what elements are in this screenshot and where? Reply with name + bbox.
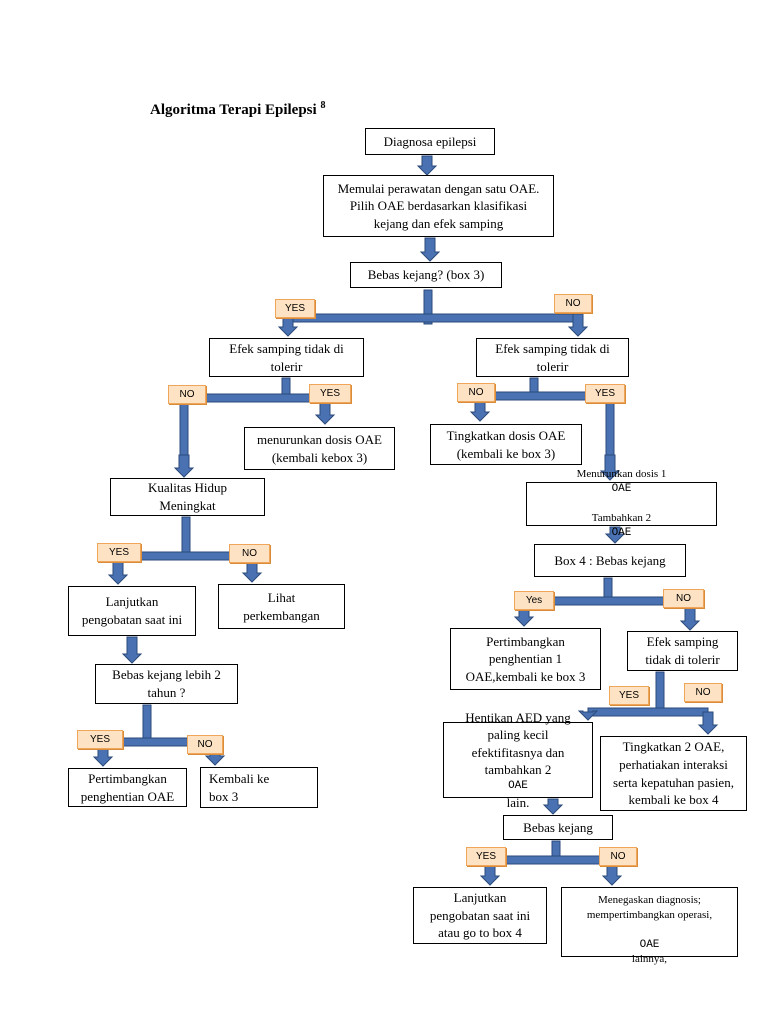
connector-bar bbox=[423, 289, 433, 325]
flow-arrow bbox=[567, 313, 589, 337]
box-kembali-ke-box3: Kembali ke box 3 bbox=[200, 767, 318, 808]
connector-bar bbox=[605, 395, 615, 463]
box-kualitas-hidup: Kualitas Hidup Meningkat bbox=[110, 478, 265, 516]
connector-bar bbox=[655, 671, 665, 713]
flow-arrow bbox=[416, 155, 438, 176]
box-efek-samping-left: Efek samping tidak di tolerir bbox=[209, 338, 364, 377]
box-menegaskan-diagnosis: Menegaskan diagnosis; mempertimbangkan o… bbox=[561, 887, 738, 965]
connector-bar bbox=[287, 313, 579, 323]
no-tag: NO bbox=[457, 383, 495, 402]
box-bebas-kejang-box4: Box 4 : Bebas kejang bbox=[534, 544, 686, 577]
box-lanjutkan-pengobatan-1: Lanjutkan pengobatan saat ini bbox=[68, 586, 196, 636]
box-memulai-perawatan: Memulai perawatan dengan satu OAE. Pilih… bbox=[323, 175, 554, 237]
connector-bar bbox=[489, 855, 613, 865]
box-tingkatkan-dosis: Tingkatkan dosis OAE (kembali ke box 3) bbox=[430, 424, 582, 465]
flow-arrow bbox=[542, 798, 564, 815]
flow-arrow bbox=[419, 237, 441, 262]
box-efek-samping-right: Efek samping tidak di tolerir bbox=[476, 338, 629, 377]
diagram-title: Algoritma Terapi Epilepsi 8 bbox=[150, 100, 326, 118]
box-lihat-perkembangan: Lihat perkembangan bbox=[218, 584, 345, 629]
box-menurunkan-dosis: menurunkan dosis OAE (kembali kebox 3) bbox=[244, 427, 395, 470]
yes-tag: Yes bbox=[514, 591, 554, 610]
flow-arrow bbox=[697, 711, 719, 735]
connector-bar bbox=[181, 516, 191, 557]
box-bebas-kejang-2-tahun: Bebas kejang lebih 2 tahun ? bbox=[95, 664, 238, 704]
box-bebas-kejang-3: Bebas kejang bbox=[503, 815, 613, 840]
connector-bar bbox=[587, 707, 709, 717]
box-bebas-kejang-box3: Bebas kejang? (box 3) bbox=[350, 262, 502, 288]
connector-bar bbox=[142, 704, 152, 743]
flow-arrow bbox=[604, 526, 626, 544]
flow-arrow bbox=[577, 710, 599, 721]
flow-arrow bbox=[121, 636, 143, 664]
box-pertimbangkan-penghentian-1: Pertimbangkan penghentian 1 OAE,kembali … bbox=[450, 628, 601, 690]
flow-arrow bbox=[599, 454, 621, 481]
yes-tag: YES bbox=[97, 543, 141, 562]
box-diagnosa-epilepsi: Diagnosa epilepsi bbox=[365, 128, 495, 155]
no-tag: NO bbox=[684, 683, 722, 702]
no-tag: NO bbox=[187, 735, 223, 754]
box-pertimbangkan-penghentian-oae: Pertimbangkan penghentian OAE bbox=[68, 768, 187, 807]
no-tag: NO bbox=[229, 544, 270, 563]
box-tingkatkan-2-oae: Tingkatkan 2 OAE, perhatiakan interaksi … bbox=[600, 736, 747, 811]
no-tag: NO bbox=[663, 589, 704, 608]
box-efek-samping-3: Efek samping tidak di tolerir bbox=[627, 631, 738, 671]
box-hentikan-aed: Hentikan AED yang paling kecil efektifit… bbox=[443, 710, 593, 810]
yes-tag: YES bbox=[275, 299, 315, 318]
no-tag: NO bbox=[554, 294, 592, 313]
connector-bar bbox=[179, 397, 189, 463]
flow-arrow bbox=[173, 454, 195, 478]
yes-tag: YES bbox=[309, 384, 351, 403]
no-tag: NO bbox=[599, 847, 637, 866]
yes-tag: YES bbox=[77, 730, 123, 749]
box-lanjutkan-pengobatan-2: Lanjutkan pengobatan saat ini atau go to… bbox=[413, 887, 547, 944]
yes-tag: YES bbox=[609, 686, 649, 705]
no-tag: NO bbox=[168, 385, 206, 404]
yes-tag: YES bbox=[585, 384, 625, 403]
yes-tag: YES bbox=[466, 847, 506, 866]
